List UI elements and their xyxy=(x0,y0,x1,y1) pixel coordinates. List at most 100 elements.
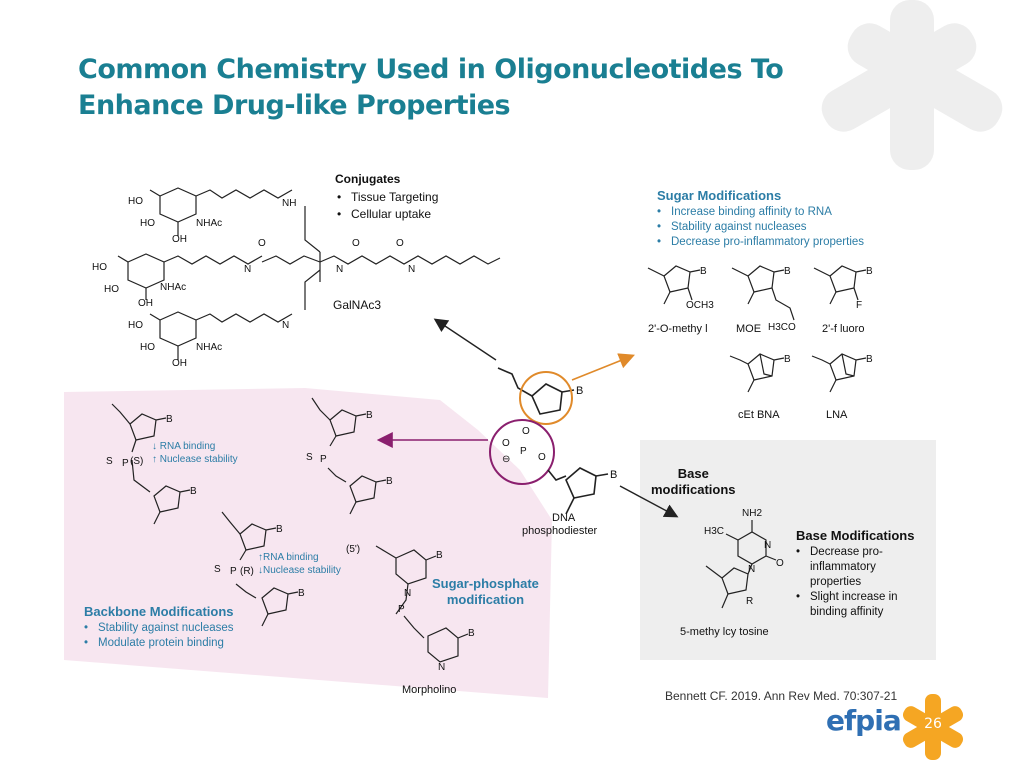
sugar-atom-b-2: B xyxy=(784,266,791,277)
s-effect-nuclease-stability: ↑ Nuclease stability xyxy=(152,454,238,465)
backbone-modifications-heading: Backbone Modifications xyxy=(84,604,234,619)
sugar-highlight-circle xyxy=(519,371,573,425)
center-b-label: B xyxy=(576,385,583,397)
r-effect-rna-binding: ↑RNA binding xyxy=(258,552,319,563)
galnac-atom-oh-1: OH xyxy=(172,234,187,245)
conjugates-item: Tissue Targeting xyxy=(337,189,438,206)
backbone-atom-n-2: N xyxy=(438,662,445,673)
center-lower-ring xyxy=(547,467,609,515)
galnac-atom-ho-2: HO xyxy=(140,218,155,229)
galnac-atom-nhac-1: NHAc xyxy=(196,218,222,229)
backbone-atom-b-8: B xyxy=(468,628,475,639)
galnac-atom-n-4: N xyxy=(408,264,415,275)
base-arrow-label-line-2: modifications xyxy=(651,482,736,497)
backbone-atom-b-1: B xyxy=(166,414,173,425)
decorative-asterisk-shape xyxy=(821,0,1003,170)
page-number: 26 xyxy=(924,716,942,732)
galnac-atom-o-2: O xyxy=(352,238,360,249)
center-lower-b-label: B xyxy=(610,469,617,481)
galnac-atom-o-3: O xyxy=(396,238,404,249)
citation-text: Bennett CF. 2019. Ann Rev Med. 70:307-21 xyxy=(665,689,898,703)
phosphate-highlight-circle xyxy=(489,419,555,485)
sugar-atom-b-3: B xyxy=(866,266,873,277)
efpia-star-logo xyxy=(902,694,964,760)
galnac-atom-nh-1: NH xyxy=(282,198,296,209)
backbone-item: Modulate protein binding xyxy=(84,636,234,651)
backbone-atom-b-4: B xyxy=(386,476,393,487)
galnac-atom-oh-3: OH xyxy=(172,358,187,369)
sugar-atom-h3co: H3CO xyxy=(768,322,796,333)
efpia-logo-text: efpia xyxy=(826,704,902,737)
svg-text:O: O xyxy=(502,438,510,449)
backbone-atom-p-3: P xyxy=(230,566,237,577)
sugar-phosphate-heading-line-1: Sugar-phosphate xyxy=(432,576,539,591)
sugar-atom-b-5: B xyxy=(866,354,873,365)
backbone-five-prime-label: (5') xyxy=(346,544,360,555)
r-effect-nuclease-stability: ↓Nuclease stability xyxy=(258,565,341,576)
backbone-atom-b-7: B xyxy=(436,550,443,561)
galnac3-structure xyxy=(117,187,501,360)
galnac-atom-o-1: O xyxy=(258,238,266,249)
base-modifications-list: Decrease pro-inflammatory properties Sli… xyxy=(796,545,916,620)
backbone-atom-b-5: B xyxy=(276,524,283,535)
conjugates-list: Tissue Targeting Cellular uptake xyxy=(337,189,438,223)
sugar-atom-f: F xyxy=(856,300,862,311)
galnac-atom-nhac-2: NHAc xyxy=(160,282,186,293)
arrow-to-galnac3 xyxy=(433,318,497,361)
sugar-mod-item: Stability against nucleases xyxy=(657,220,864,235)
dna-label: DNA xyxy=(552,512,576,524)
sugar-modifications-heading: Sugar Modifications xyxy=(657,188,782,203)
backbone-atom-s-3: S xyxy=(214,564,221,575)
sugar-phosphate-heading: Sugar-phosphate modification xyxy=(432,576,539,608)
base-structure xyxy=(705,520,777,609)
label-2-fluoro: 2'-f luoro xyxy=(822,323,864,335)
backbone-atom-p-4: P xyxy=(398,604,405,615)
conjugates-item: Cellular uptake xyxy=(337,206,438,223)
morpholino-label: Morpholino xyxy=(402,684,457,696)
sugar-atom-b-1: B xyxy=(700,266,707,277)
backbone-modifications-list: Stability against nucleases Modulate pro… xyxy=(84,621,234,651)
galnac-atom-ho-5: HO xyxy=(128,320,143,331)
phosphate-group: O O P ⊖ O xyxy=(502,426,546,465)
sugar-atom-och3: OCH3 xyxy=(686,300,714,311)
slide-title: Common Chemistry Used in Oligonucleotide… xyxy=(78,52,838,124)
base-mod-item: Decrease pro-inflammatory properties xyxy=(796,545,916,590)
galnac-atom-ho-3: HO xyxy=(92,262,107,273)
s-effect-rna-binding: ↓ RNA binding xyxy=(152,441,216,452)
backbone-atom-b-6: B xyxy=(298,588,305,599)
base-modifications-heading: Base Modifications xyxy=(796,528,915,543)
5-methylcytosine-label: 5-methy lcy tosine xyxy=(680,626,769,638)
galnac-atom-ho-1: HO xyxy=(128,196,143,207)
galnac-atom-n-3: N xyxy=(336,264,343,275)
label-2-o-methyl: 2'-O-methy l xyxy=(648,323,708,335)
galnac-atom-oh-2: OH xyxy=(138,298,153,309)
svg-text:O: O xyxy=(522,426,530,437)
base-atom-r: R xyxy=(746,596,753,607)
base-atom-o: O xyxy=(776,558,784,569)
base-mod-item: Slight increase in binding affinity xyxy=(796,590,916,620)
sugar-mod-item: Increase binding affinity to RNA xyxy=(657,205,864,220)
backbone-atom-p-2: P xyxy=(320,454,327,465)
arrow-to-sugar-mods xyxy=(571,353,635,381)
galnac-atom-ho-4: HO xyxy=(104,284,119,295)
backbone-structures xyxy=(111,397,469,663)
backbone-s-label: (S) xyxy=(130,456,143,467)
base-atom-n-2: N xyxy=(748,564,755,575)
conjugates-heading: Conjugates xyxy=(335,172,401,186)
slide-title-line-1: Common Chemistry Used in Oligonucleotide… xyxy=(78,54,784,85)
center-sugar-ring xyxy=(497,367,575,415)
galnac3-label: GalNAc3 xyxy=(333,298,382,312)
base-modifications-arrow-label: Base modifications xyxy=(651,466,736,498)
galnac-atom-ho-6: HO xyxy=(140,342,155,353)
label-cet-bna: cEt BNA xyxy=(738,409,780,421)
sugar-atom-b-4: B xyxy=(784,354,791,365)
sugar-mod-item: Decrease pro-inflammatory properties xyxy=(657,235,864,250)
base-arrow-label-line-1: Base xyxy=(677,466,709,481)
galnac-atom-nhac-3: NHAc xyxy=(196,342,222,353)
svg-text:⊖: ⊖ xyxy=(502,454,510,465)
label-lna: LNA xyxy=(826,409,848,421)
backbone-r-label: (R) xyxy=(240,566,254,577)
galnac-atom-n-1: N xyxy=(244,264,251,275)
backbone-atom-b-2: B xyxy=(190,486,197,497)
